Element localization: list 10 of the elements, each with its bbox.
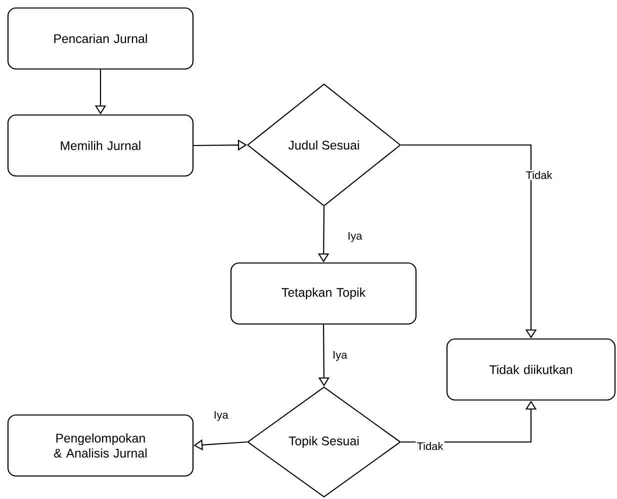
edge-label: Tidak bbox=[416, 440, 444, 452]
edge-label: Tidak bbox=[524, 170, 554, 180]
edge-label: Iya bbox=[334, 351, 348, 361]
process-box: Tidak diikutkan bbox=[446, 338, 616, 401]
edge-label: Iya bbox=[214, 411, 228, 421]
edge-label: Iya bbox=[348, 232, 362, 242]
process-box: Memilih Jurnal bbox=[7, 114, 194, 177]
process-box: Pengelompokan & Analisis Jurnal bbox=[7, 414, 194, 477]
process-box: Tetapkan Topik bbox=[230, 262, 417, 325]
process-box: Pencarian Jurnal bbox=[7, 7, 194, 70]
